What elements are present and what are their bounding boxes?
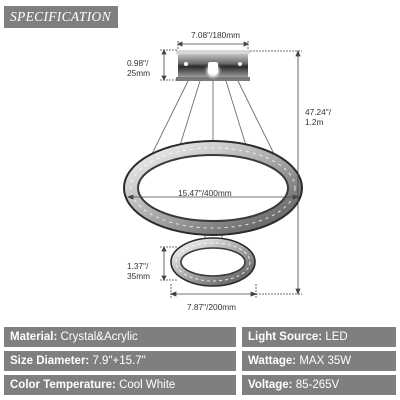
canopy <box>176 50 250 81</box>
canopy-width-label: 7.08"/180mm <box>191 30 241 40</box>
spec-value: MAX 35W <box>299 355 352 367</box>
spec-label: Light Source: <box>248 331 323 343</box>
large-crystal-ring <box>123 140 303 236</box>
spec-label: Material: <box>10 331 58 343</box>
total-height-label-m: 1.2m <box>305 117 324 127</box>
small-ring-height-label-mm: 35mm <box>127 271 151 281</box>
spec-value: 7.9"+15.7" <box>92 355 146 367</box>
small-ring-diameter-label: 7.87"/200mm <box>187 302 237 312</box>
spec-row: Color Temperature: Cool White Voltage: 8… <box>4 375 396 395</box>
spec-row: Size Diameter: 7.9"+15.7" Wattage: MAX 3… <box>4 351 396 371</box>
spec-size-diameter: Size Diameter: 7.9"+15.7" <box>4 351 236 371</box>
specification-banner: SPECIFICATION <box>4 6 118 28</box>
spec-value: Crystal&Acrylic <box>60 331 138 343</box>
dimension-lines <box>126 41 302 298</box>
spec-wattage: Wattage: MAX 35W <box>242 351 396 371</box>
chandelier-illustration <box>123 41 303 298</box>
spec-value: Cool White <box>119 379 176 391</box>
large-ring-diameter-label: 15.47"/400mm <box>178 188 232 198</box>
canopy-height-label-in: 0.98"/ <box>127 58 149 68</box>
spec-color-temperature: Color Temperature: Cool White <box>4 375 236 395</box>
banner-title: SPECIFICATION <box>10 9 111 24</box>
spec-label: Size Diameter: <box>10 355 90 367</box>
spec-label: Voltage: <box>248 379 293 391</box>
small-ring-height-label-in: 1.37"/ <box>127 261 149 271</box>
spec-label: Color Temperature: <box>10 379 116 391</box>
small-crystal-ring <box>170 237 256 287</box>
spec-label: Wattage: <box>248 355 297 367</box>
total-height-label-in: 47.24"/ <box>305 107 332 117</box>
canopy-height-label-mm: 25mm <box>127 68 151 78</box>
spec-material: Material: Crystal&Acrylic <box>4 327 236 347</box>
spec-value: LED <box>325 331 348 343</box>
spec-row: Material: Crystal&Acrylic Light Source: … <box>4 327 396 347</box>
spec-light-source: Light Source: LED <box>242 327 396 347</box>
spec-value: 85-265V <box>295 379 340 391</box>
spec-table: Material: Crystal&Acrylic Light Source: … <box>4 327 396 399</box>
spec-voltage: Voltage: 85-265V <box>242 375 396 395</box>
